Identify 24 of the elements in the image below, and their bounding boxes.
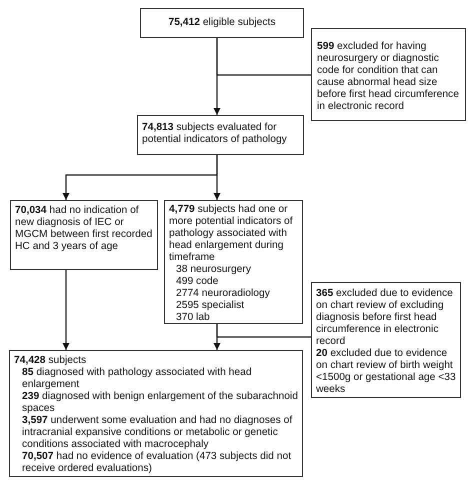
box-text: 599 excluded for having neurosurgery or diagnostic code for condition that can cause abnormal head size before first head circumference in electronic record	[317, 41, 460, 113]
box-text: 370 lab	[175, 312, 211, 324]
arrow	[214, 155, 220, 200]
flow-box	[311, 28, 466, 121]
box-text: 4,779 subjects had one or more potential indicators of pathology associated with head enlargement during timeframe	[169, 204, 294, 264]
box-text: 74,813 subjects evaluated for potential indicators of pathology	[142, 122, 288, 146]
box-text: 70,034 had no indication of new diagnosis of IEC or MGCM between first recorded HC and 3 years of age	[15, 205, 153, 253]
arrow	[62, 270, 70, 350]
flow-box	[137, 115, 304, 155]
flow-box	[10, 200, 158, 270]
box-text: 38 neurosurgery	[175, 264, 252, 276]
box-text: 74,428 subjects	[14, 355, 88, 367]
box-text: 70,507 had no evidence of evaluation (473 subjects did not receive ordered evaluations)	[21, 451, 292, 475]
box-text: 20 excluded due to evidence on chart review of birth weight <1500g or gestational age <33 weeks	[316, 348, 456, 396]
connector-line	[216, 38, 311, 76]
box-text: 75,412 eligible subjects	[167, 17, 277, 29]
box-text: 2774 neuroradiology	[175, 288, 271, 300]
box-text: 2595 specialist	[175, 300, 246, 312]
flow-box	[140, 8, 304, 38]
box-text: 499 code	[175, 276, 220, 288]
flow-box	[311, 282, 461, 398]
connector-line	[216, 324, 311, 338]
flow-box	[9, 350, 303, 477]
flow-box	[164, 200, 303, 324]
